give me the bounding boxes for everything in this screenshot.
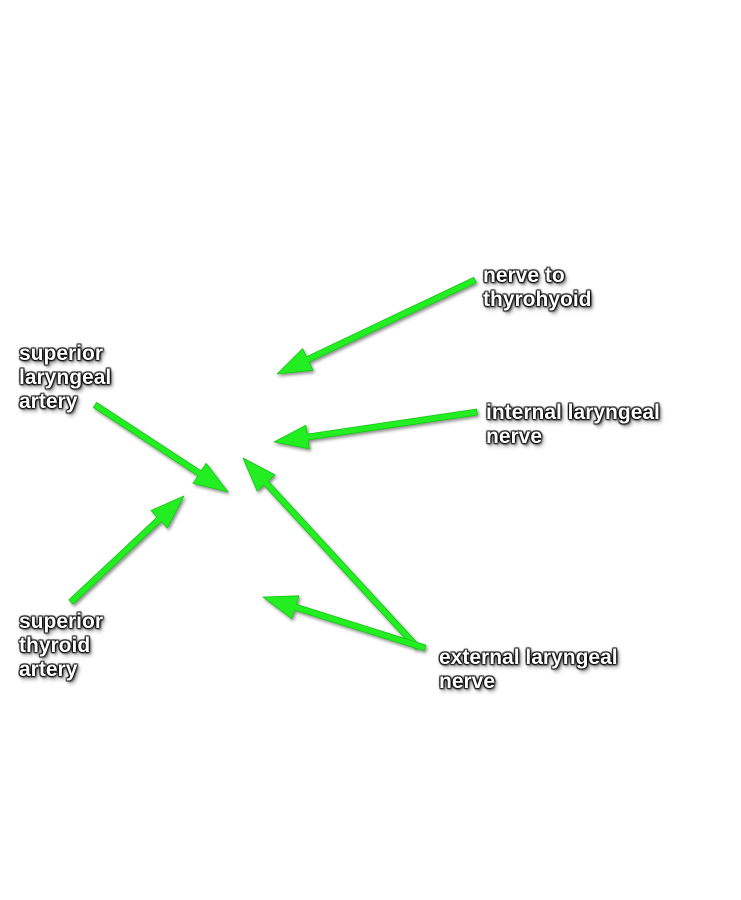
label-line: superior	[19, 342, 104, 365]
label-superior-thyroid-artery: superior thyroid artery	[19, 610, 103, 682]
label-superior-laryngeal-artery: superior laryngeal artery	[19, 342, 111, 414]
label-line: external laryngeal	[439, 646, 618, 669]
arrow-internal-laryngeal-nerve	[273, 408, 478, 450]
label-line: thyroid	[19, 634, 91, 657]
label-line: nerve to	[483, 264, 565, 287]
label-line: artery	[19, 390, 78, 413]
label-line: superior	[19, 610, 104, 633]
label-external-laryngeal-nerve: external laryngeal nerve	[439, 646, 618, 694]
arrow-external-laryngeal-nerve-lower	[262, 595, 427, 652]
label-nerve-to-thyrohyoid: nerve to thyrohyoid	[483, 264, 592, 312]
arrow-external-laryngeal-nerve-upper	[242, 457, 421, 651]
label-line: internal laryngeal	[486, 401, 660, 424]
label-line: artery	[19, 658, 78, 681]
label-line: nerve	[486, 425, 543, 448]
label-internal-laryngeal-nerve: internal laryngeal nerve	[486, 401, 660, 449]
arrow-superior-laryngeal-artery	[93, 402, 229, 493]
arrow-superior-thyroid-artery	[68, 495, 185, 605]
arrow-nerve-to-thyrohyoid	[276, 276, 477, 375]
label-line: thyrohyoid	[483, 288, 592, 311]
label-line: nerve	[439, 670, 496, 693]
label-line: laryngeal	[19, 366, 112, 389]
